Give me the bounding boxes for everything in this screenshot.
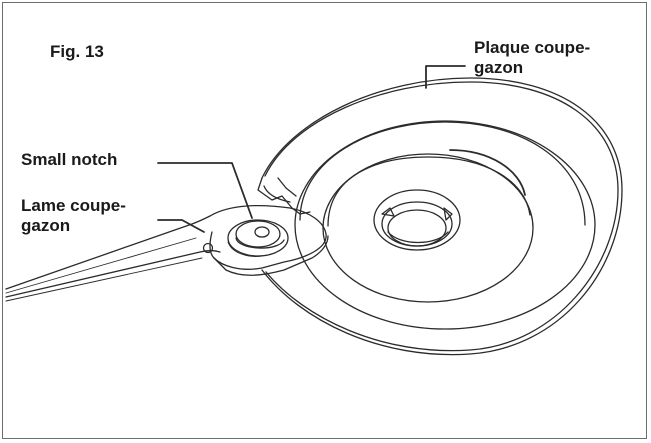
plaque-ring-outer <box>294 120 596 330</box>
blade-hub <box>227 219 289 257</box>
figure-frame <box>2 2 647 439</box>
plaque-hub <box>373 189 461 251</box>
notch-leader <box>157 162 253 219</box>
label-plaque-coupe-gazon: Plaque coupe- gazon <box>474 38 591 77</box>
blade-small-hole <box>202 242 214 254</box>
label-lame-coupe-gazon: Lame coupe- gazon <box>21 196 126 235</box>
figure-title: Fig. 13 <box>50 42 104 61</box>
plaque-disc <box>257 77 623 356</box>
leader-lines <box>157 65 466 233</box>
lame-leader <box>157 219 205 233</box>
label-small-notch: Small notch <box>21 150 118 169</box>
plaque-ring-inner <box>322 153 534 303</box>
plaque-leader <box>425 65 466 89</box>
lame-blade <box>5 204 329 302</box>
